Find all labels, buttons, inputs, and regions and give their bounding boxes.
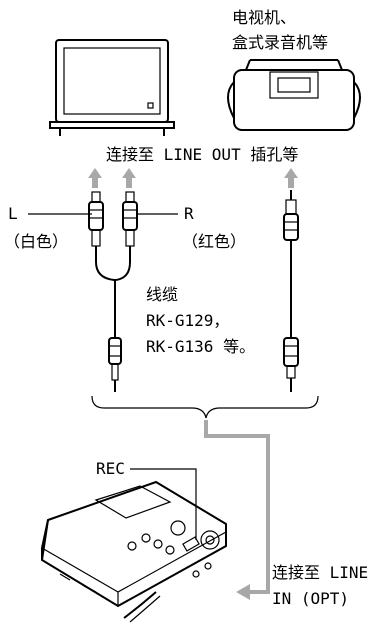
arrow-icon-left: [88, 168, 102, 188]
cable-group-brace: [91, 395, 319, 419]
arrow-icon-right: [122, 168, 136, 188]
mini-plug-icon-bottom-right: [283, 337, 299, 392]
rca-plug-red-icon: [122, 191, 138, 247]
cable-wire-right: [115, 246, 131, 281]
cable-label-line1: 线缆: [146, 285, 178, 304]
mini-plug-icon-left: [108, 337, 122, 392]
connect-line-in-label-1: 连接至 LINE: [272, 563, 368, 582]
tv-label-line2: 盒式录音机等: [232, 33, 328, 52]
right-channel-color: （红色）: [182, 232, 246, 251]
cable-label-line2: RK-G129，: [146, 311, 229, 330]
rec-leader-line: [130, 468, 197, 540]
arrow-icon-line-in: [236, 584, 250, 600]
tv-label-line1: 电视机、: [232, 8, 296, 27]
connection-path-line: [204, 420, 270, 594]
cassette-recorder-icon: [227, 59, 361, 131]
rca-plug-white-icon: [88, 191, 104, 247]
tv-icon: [49, 39, 175, 136]
connect-line-out-label: 连接至 LINE OUT 插孔等: [106, 145, 298, 164]
minidisc-recorder-icon: [40, 480, 227, 623]
rec-label: REC: [96, 459, 125, 478]
left-channel-color: （白色）: [4, 232, 68, 251]
cable-label-line3: RK-G136 等。: [146, 337, 255, 356]
right-channel-label: R: [184, 204, 194, 223]
arrow-icon-far-right: [284, 168, 298, 188]
connect-line-in-label-2: IN (OPT): [272, 589, 349, 608]
mini-plug-icon-top-right: [283, 190, 299, 241]
cable-wire-left: [95, 246, 116, 281]
left-channel-label: L: [8, 204, 18, 223]
